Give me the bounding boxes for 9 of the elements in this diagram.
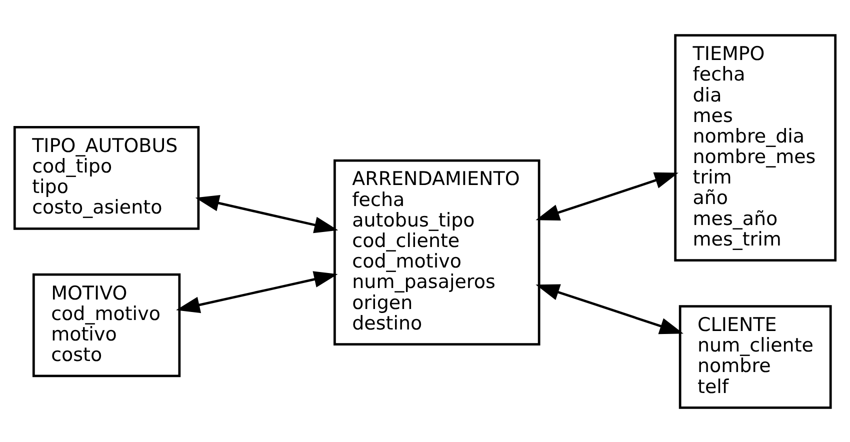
arrow	[195, 194, 338, 233]
node-box: MOTIVO cod_motivo motivo costo	[32, 272, 181, 377]
arrow	[536, 284, 684, 334]
node-box: CLIENTE num_cliente nombre telf	[678, 304, 832, 408]
node-box: ARRENDAMIENTO fecha autobus_tipo cod_cliente cod_motivo num_pasajeros origen destino	[334, 158, 540, 345]
arrow	[176, 270, 338, 313]
node-box: TIPO_AUTOBUS cod_tipo tipo costo_asiento	[13, 126, 200, 230]
arrow	[536, 172, 678, 220]
node-box: TIEMPO fecha dia mes nombre_dia nombre_mes trim año mes_año mes_trim	[674, 34, 837, 261]
